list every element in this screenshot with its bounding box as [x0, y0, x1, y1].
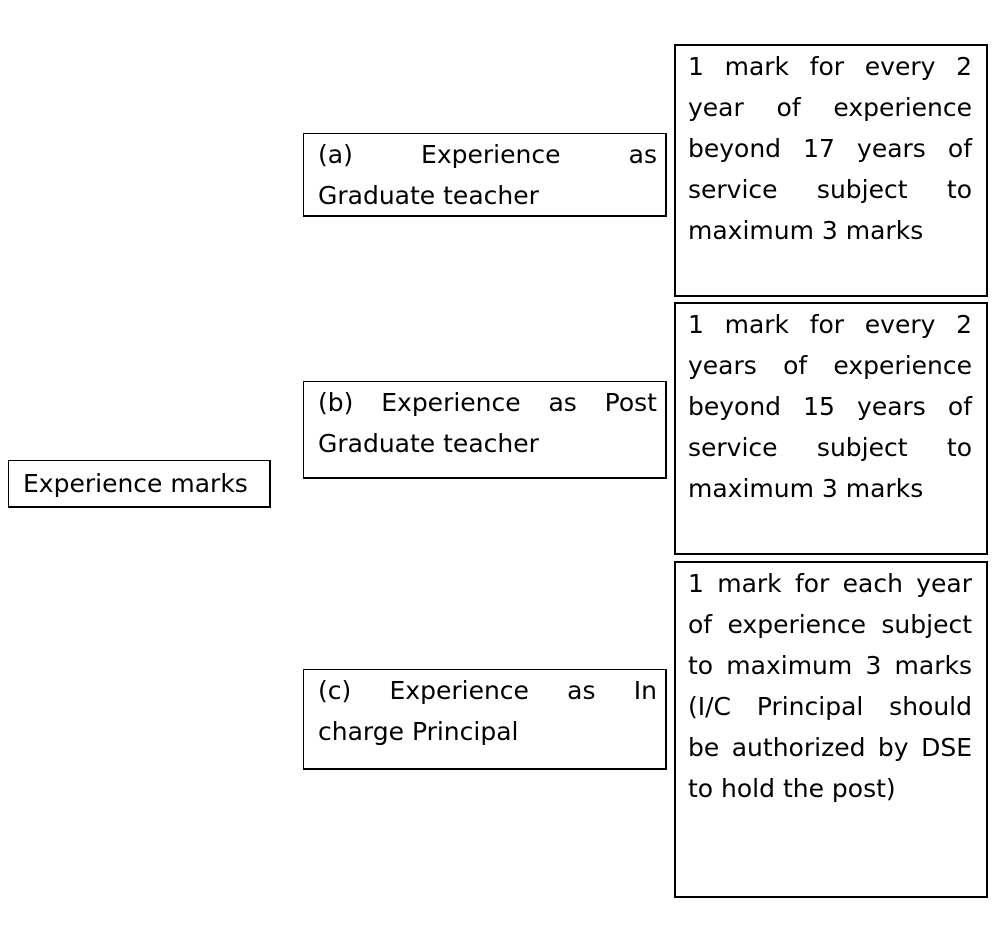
description-text-post-graduate-teacher: 1 mark for every 2 years of experience b… [688, 310, 972, 503]
description-text-in-charge-principal: 1 mark for each year of experience subje… [688, 569, 972, 803]
category-box-in-charge-principal: (c) Experience as In charge Principal [303, 669, 667, 770]
category-box-graduate-teacher: (a) Experience as Graduate teacher [303, 133, 667, 217]
category-label-graduate-teacher: (a) Experience as Graduate teacher [318, 140, 657, 210]
description-box-post-graduate-teacher: 1 mark for every 2 years of experience b… [674, 302, 988, 555]
description-box-graduate-teacher: 1 mark for every 2 year of experience be… [674, 44, 988, 297]
root-node-box: Experience marks [8, 460, 271, 508]
description-text-graduate-teacher: 1 mark for every 2 year of experience be… [688, 52, 972, 245]
category-label-in-charge-principal: (c) Experience as In charge Principal [318, 676, 657, 746]
root-node-label: Experience marks [23, 469, 248, 498]
category-box-post-graduate-teacher: (b) Experience as Post Graduate teacher [303, 381, 667, 479]
description-box-in-charge-principal: 1 mark for each year of experience subje… [674, 561, 988, 898]
category-label-post-graduate-teacher: (b) Experience as Post Graduate teacher [318, 388, 657, 458]
